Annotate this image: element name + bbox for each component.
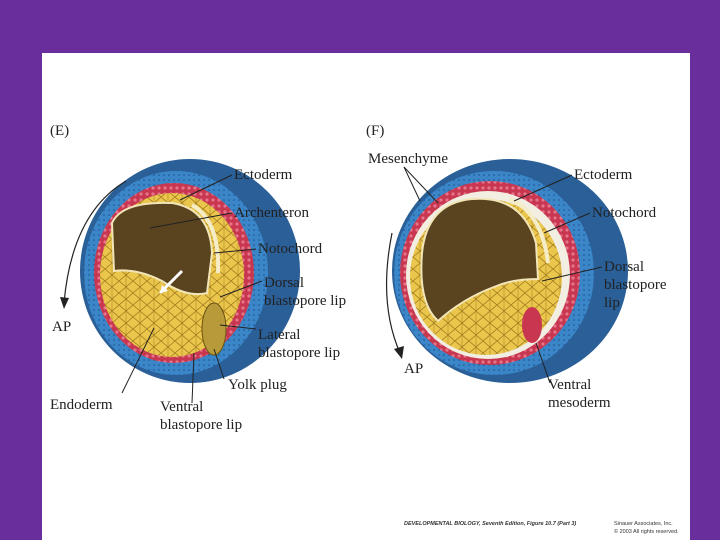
label-dorsal-lip-f-1: Dorsal	[604, 259, 644, 275]
label-archenteron-e: Archenteron	[234, 205, 309, 221]
label-endoderm: Endoderm	[50, 397, 113, 413]
label-dorsal-lip-f-2: blastopore	[604, 277, 667, 293]
label-notochord-f: Notochord	[592, 205, 657, 221]
notochord-e	[190, 203, 221, 274]
label-ventral-lip-e-2: blastopore lip	[160, 417, 242, 433]
label-dorsal-lip-f-3: lip	[604, 295, 620, 311]
leaders-f	[403, 166, 603, 384]
label-dorsal-lip-e-1: Dorsal	[264, 275, 304, 291]
ap-arrow-f-head	[394, 346, 404, 359]
yolk-plug-shape	[201, 302, 227, 356]
archenteron-f	[420, 197, 540, 323]
label-dorsal-lip-e-2: blastopore lip	[264, 293, 346, 309]
panel-e-tag: (E)	[50, 123, 69, 139]
label-ectoderm-e: Ectoderm	[234, 167, 293, 183]
label-yolk-plug: Yolk plug	[228, 377, 287, 393]
slide: (E) Ectoderm Archenteron Notochord Dorsa…	[42, 53, 690, 540]
label-ventral-meso-1: Ventral	[548, 377, 591, 393]
label-ap-f: AP	[404, 361, 423, 377]
panel-f-tag: (F)	[366, 123, 384, 139]
blastopore-f	[522, 307, 542, 343]
label-ventral-meso-2: mesoderm	[548, 395, 611, 411]
credit-rights: © 2003 All rights reserved.	[614, 528, 679, 535]
notochord-f	[509, 197, 550, 264]
panel-e: (E) Ectoderm Archenteron Notochord Dorsa…	[50, 123, 346, 433]
credit-title: DEVELOPMENTAL BIOLOGY, Seventh Edition, …	[404, 521, 576, 527]
label-ectoderm-f: Ectoderm	[574, 167, 633, 183]
label-mesenchyme: Mesenchyme	[368, 151, 448, 167]
label-ventral-lip-e-1: Ventral	[160, 399, 203, 415]
label-lateral-lip-e-2: blastopore lip	[258, 345, 340, 361]
gastrulation-diagram: (E) Ectoderm Archenteron Notochord Dorsa…	[50, 123, 679, 535]
ap-arrow-e	[63, 180, 127, 304]
archenteron-e	[110, 201, 214, 296]
panel-f: (F) Mesenchyme Ectoderm Notochord Dorsal…	[366, 123, 667, 411]
arrow-white-head	[160, 285, 168, 293]
label-notochord-e: Notochord	[258, 241, 323, 257]
ap-arrow-e-head	[60, 297, 69, 309]
leaders-e	[121, 174, 263, 404]
ap-arrow-f	[385, 232, 401, 354]
label-ap-e: AP	[52, 319, 71, 335]
credit-publisher: Sinauer Associates, Inc.	[614, 521, 673, 527]
label-lateral-lip-e-1: Lateral	[258, 327, 300, 343]
